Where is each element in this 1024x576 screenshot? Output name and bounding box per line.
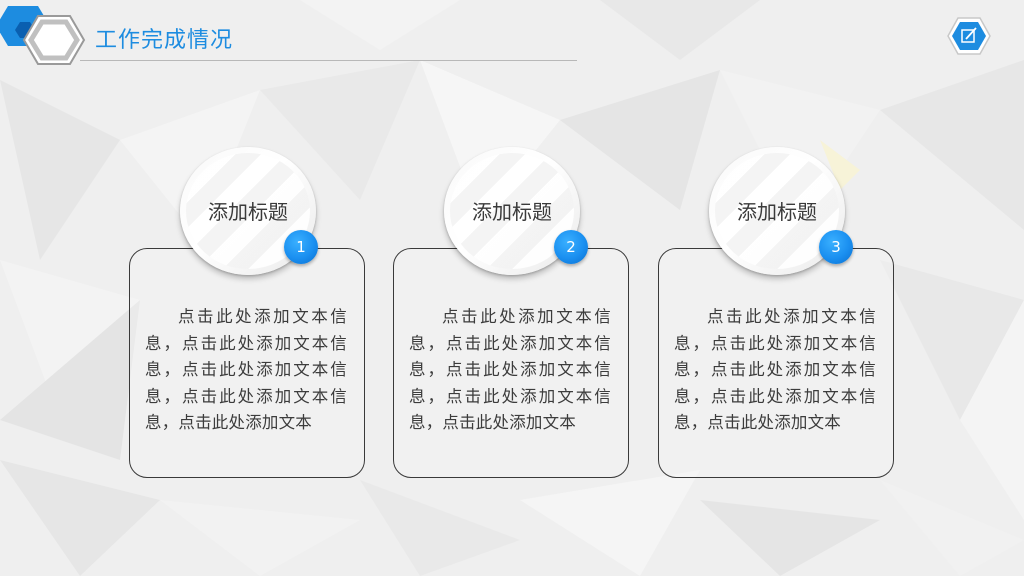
number-badge: 2: [554, 230, 588, 264]
edit-hexagon-icon[interactable]: [947, 16, 991, 56]
card-frame: [129, 248, 365, 478]
card-title[interactable]: 添加标题: [472, 200, 552, 224]
card-frame: [393, 248, 629, 478]
number-badge: 3: [819, 230, 853, 264]
card-body-text[interactable]: 点击此处添加文本信息，点击此处添加文本信息，点击此处添加文本信息，点击此处添加文…: [674, 307, 876, 432]
card-title[interactable]: 添加标题: [208, 200, 288, 224]
card-title[interactable]: 添加标题: [737, 200, 817, 224]
page-title: 工作完成情况: [95, 28, 234, 53]
card-2-circle: 添加标题: [444, 147, 580, 275]
card-1: 点击此处添加文本信息，点击此处添加文本信息，点击此处添加文本信息，点击此处添加文…: [129, 248, 367, 478]
card-body-text[interactable]: 点击此处添加文本信息，点击此处添加文本信息，点击此处添加文本信息，点击此处添加文…: [409, 307, 611, 432]
hexagon-logo-icon: [0, 6, 86, 65]
number-badge: 1: [284, 230, 318, 264]
title-underline: [80, 60, 577, 61]
card-body-text[interactable]: 点击此处添加文本信息，点击此处添加文本信息，点击此处添加文本信息，点击此处添加文…: [145, 307, 347, 432]
card-frame: [658, 248, 894, 478]
card-3: 点击此处添加文本信息，点击此处添加文本信息，点击此处添加文本信息，点击此处添加文…: [658, 248, 896, 478]
card-2: 点击此处添加文本信息，点击此处添加文本信息，点击此处添加文本信息，点击此处添加文…: [393, 248, 631, 478]
